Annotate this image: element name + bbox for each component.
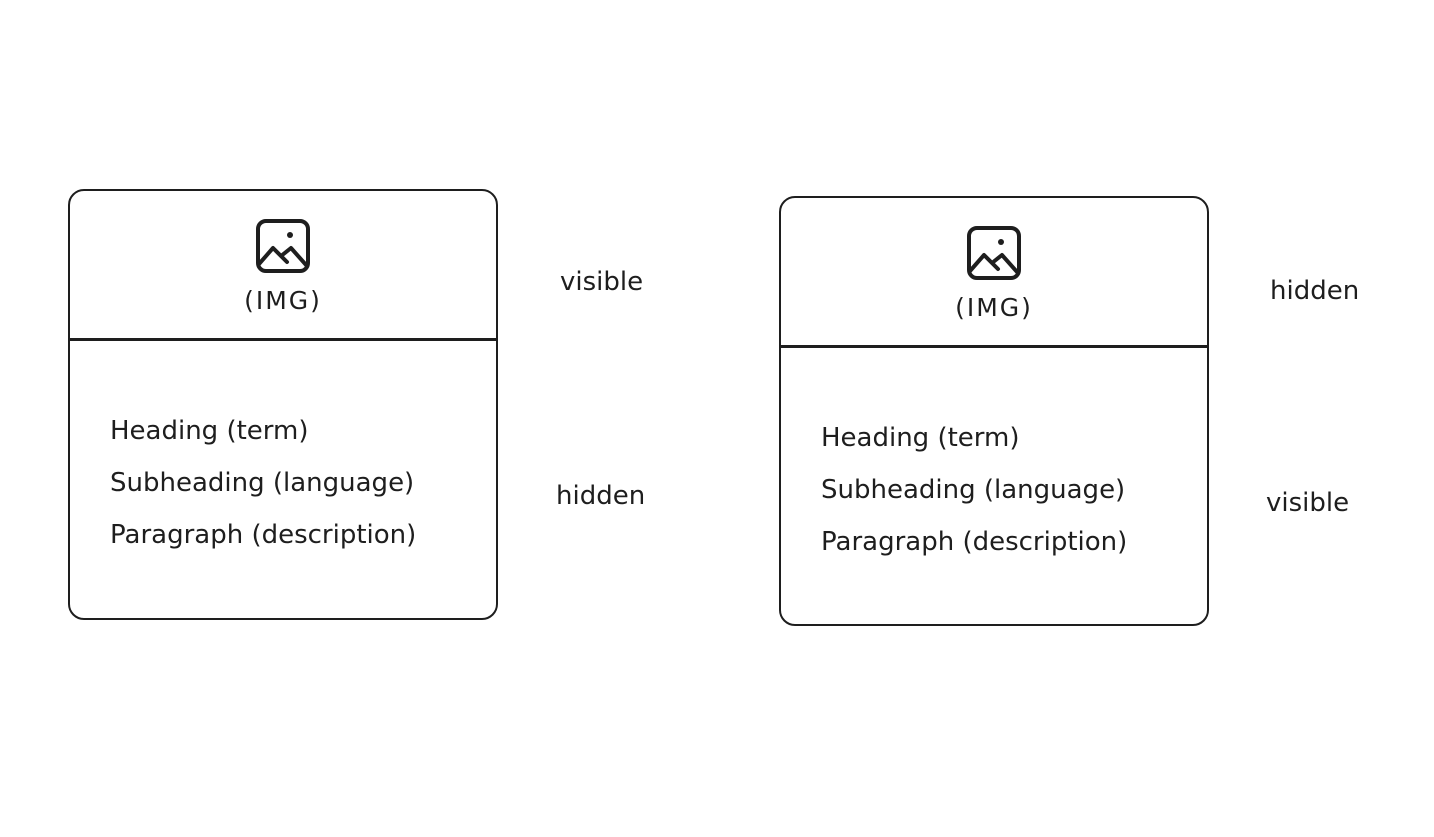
image-section-state: visible [560, 267, 644, 297]
card-back: (IMG) Heading (term) Subheading (languag… [779, 196, 1209, 626]
image-label: (IMG) [244, 286, 322, 315]
text-section-state: visible [1266, 488, 1350, 518]
image-icon [256, 219, 310, 273]
image-section-state: hidden [1270, 276, 1360, 306]
text-section-state: hidden [556, 481, 646, 511]
image-label: (IMG) [955, 293, 1033, 322]
card-image-section: (IMG) [781, 198, 1207, 348]
subheading-line: Subheading (language) [110, 468, 415, 498]
heading-line: Heading (term) [821, 423, 1020, 453]
card-front: (IMG) Heading (term) Subheading (languag… [68, 189, 498, 620]
paragraph-line: Paragraph (description) [110, 520, 417, 550]
paragraph-line: Paragraph (description) [821, 527, 1128, 557]
card-text-section: Heading (term) Subheading (language) Par… [821, 412, 1197, 568]
subheading-line: Subheading (language) [821, 475, 1126, 505]
image-icon [967, 226, 1021, 280]
card-image-section: (IMG) [70, 191, 496, 341]
card-text-section: Heading (term) Subheading (language) Par… [110, 405, 486, 561]
heading-line: Heading (term) [110, 416, 309, 446]
